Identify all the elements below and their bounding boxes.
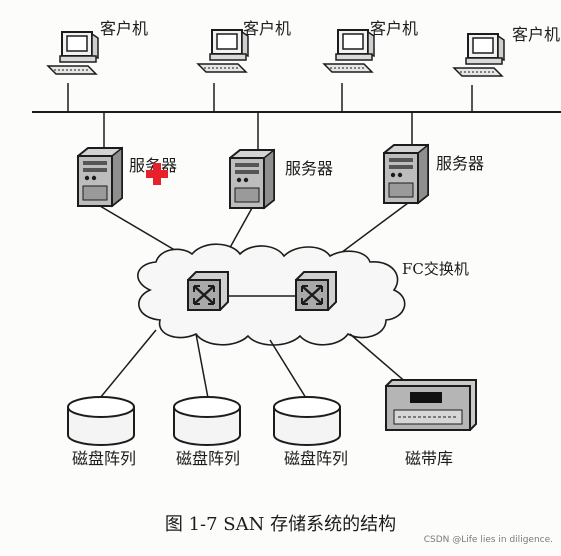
client-label: 客户机 bbox=[370, 19, 419, 38]
tape-library-icon bbox=[385, 379, 477, 431]
server-icon-2 bbox=[229, 149, 275, 209]
fc-switch-label: FC交换机 bbox=[402, 260, 469, 278]
client-computer-icon-2 bbox=[197, 29, 249, 73]
client-label: 客户机 bbox=[100, 19, 149, 38]
storage-label: 磁盘阵列 bbox=[284, 449, 349, 468]
storage-link-4 bbox=[349, 333, 409, 385]
server-icon-1 bbox=[77, 147, 123, 207]
disk-array-icon-2 bbox=[173, 396, 241, 446]
crosshair-cursor-icon bbox=[146, 163, 168, 185]
disk-array-icon-3 bbox=[273, 396, 341, 446]
storage-link-2 bbox=[195, 333, 209, 399]
watermark: CSDN @Life lies in diligence. bbox=[423, 535, 553, 545]
client-label: 客户机 bbox=[243, 19, 292, 38]
disk-array-icon-1 bbox=[67, 396, 135, 446]
client-computer-icon-4 bbox=[453, 33, 505, 77]
storage-label: 磁带库 bbox=[405, 449, 454, 468]
client-computer-icon-1 bbox=[47, 31, 99, 75]
storage-label: 磁盘阵列 bbox=[72, 449, 137, 468]
fc-cloud bbox=[137, 243, 406, 346]
figure-caption: 图 1-7 SAN 存储系统的结构 bbox=[164, 514, 397, 535]
fc-switch-icon-2 bbox=[294, 270, 338, 312]
client-label: 客户机 bbox=[512, 25, 561, 44]
server-icon-3 bbox=[383, 144, 429, 204]
storage-link-1 bbox=[99, 329, 157, 399]
server-label: 服务器 bbox=[436, 154, 485, 173]
client-computer-icon-3 bbox=[323, 29, 375, 73]
storage-link-3 bbox=[269, 339, 307, 399]
storage-label: 磁盘阵列 bbox=[176, 449, 241, 468]
server-label: 服务器 bbox=[285, 159, 334, 178]
fc-switch-icon-1 bbox=[186, 270, 230, 312]
